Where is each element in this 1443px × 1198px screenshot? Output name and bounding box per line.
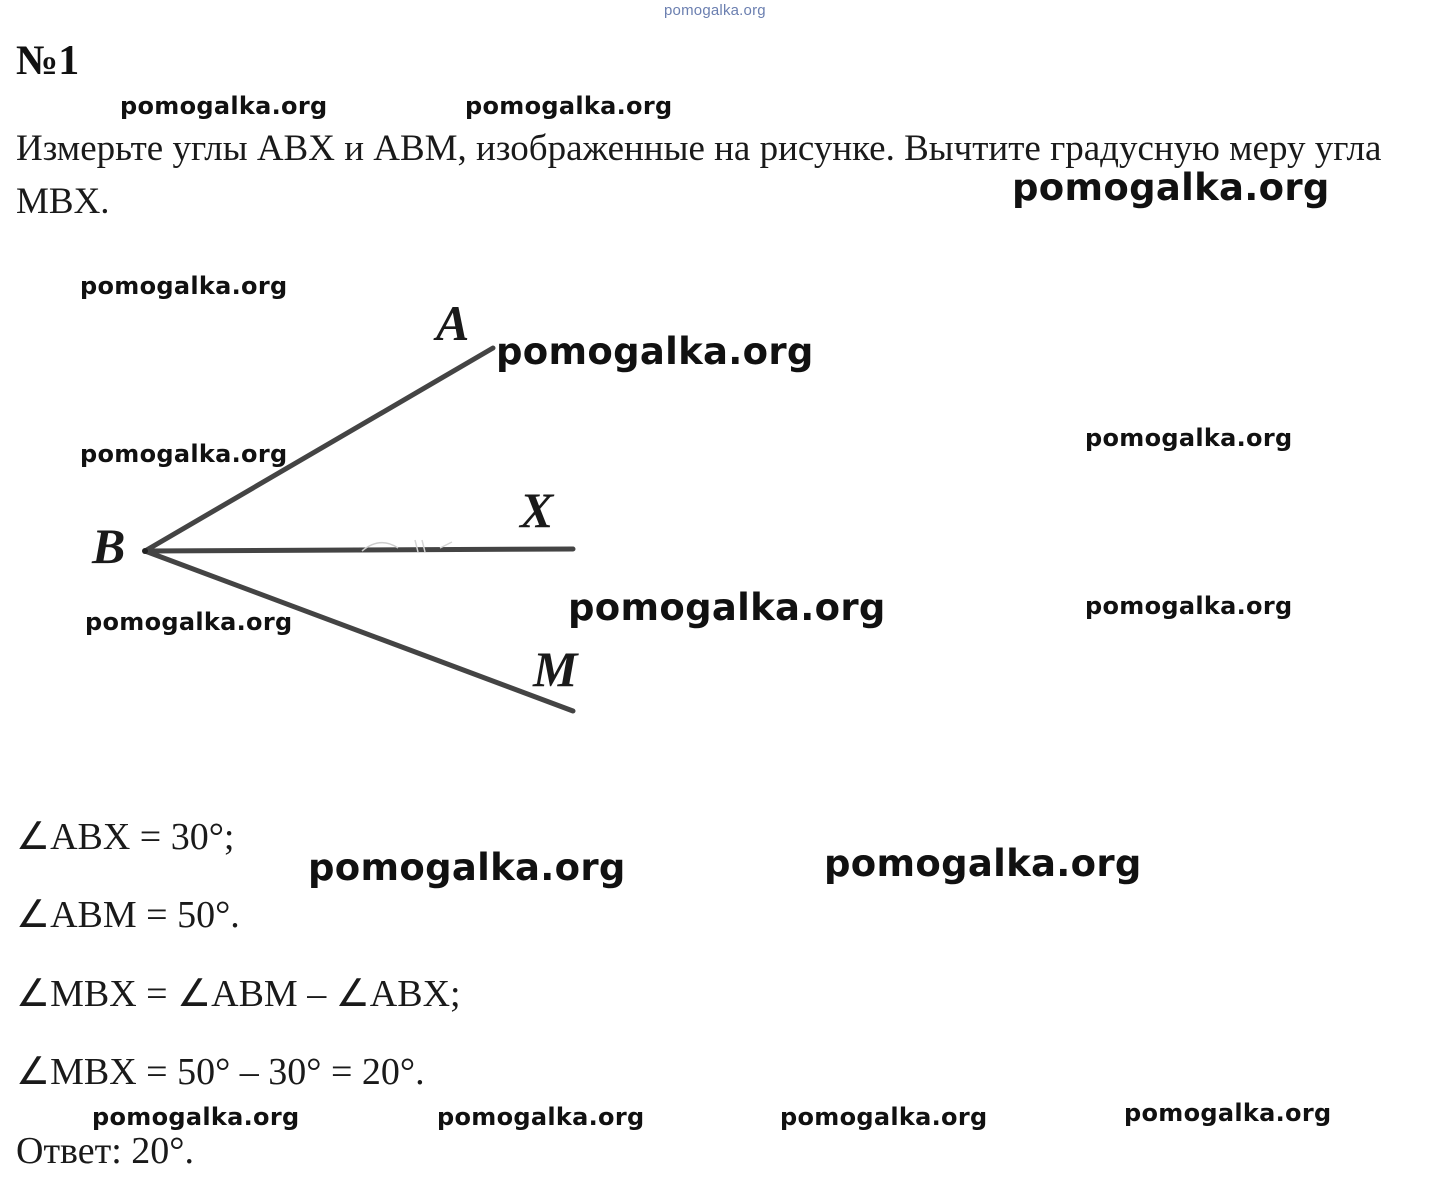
label-b: B — [91, 518, 125, 574]
watermark: pomogalka.org — [465, 92, 673, 120]
watermark: pomogalka.org — [1124, 1099, 1332, 1127]
watermark: pomogalka.org — [92, 1103, 300, 1131]
ray-ba — [142, 345, 496, 554]
label-m: M — [532, 641, 579, 697]
watermark: pomogalka.org — [308, 846, 626, 889]
watermark: pomogalka.org — [120, 92, 328, 120]
label-x: X — [518, 482, 555, 538]
watermark: pomogalka.org — [1085, 424, 1293, 452]
watermark: pomogalka.org — [80, 440, 288, 468]
watermark: pomogalka.org — [85, 608, 293, 636]
solution-line-2: ∠ABM = 50°. — [16, 894, 240, 936]
watermark: pomogalka.org — [780, 1103, 988, 1131]
watermark: pomogalka.org — [568, 586, 886, 629]
label-a: A — [433, 295, 469, 351]
faint-arc-mark — [361, 542, 399, 552]
ray-bx — [142, 546, 576, 554]
ray-bm — [142, 548, 576, 714]
problem-text: Измерьте углы ABX и ABM, изображенные на… — [16, 128, 1382, 222]
solution-line-1: ∠ABX = 30°; — [16, 816, 235, 858]
watermark: pomogalka.org — [1085, 592, 1293, 620]
watermark: pomogalka.org — [824, 842, 1142, 885]
solution-line-3: ∠MBX = ∠ABM – ∠ABX; — [16, 973, 461, 1015]
watermark: pomogalka.org — [437, 1103, 645, 1131]
watermark: pomogalka.org — [1012, 166, 1330, 209]
site-mark: pomogalka.org — [664, 2, 766, 19]
solution-line-4: ∠MBX = 50° – 30° = 20°. — [16, 1051, 425, 1093]
problem-number: №1 — [16, 38, 80, 84]
point-b — [142, 548, 148, 554]
faint-tick-mark — [414, 539, 453, 553]
watermark: pomogalka.org — [80, 272, 288, 300]
answer-line: Ответ: 20°. — [16, 1130, 194, 1172]
watermark: pomogalka.org — [496, 330, 814, 373]
